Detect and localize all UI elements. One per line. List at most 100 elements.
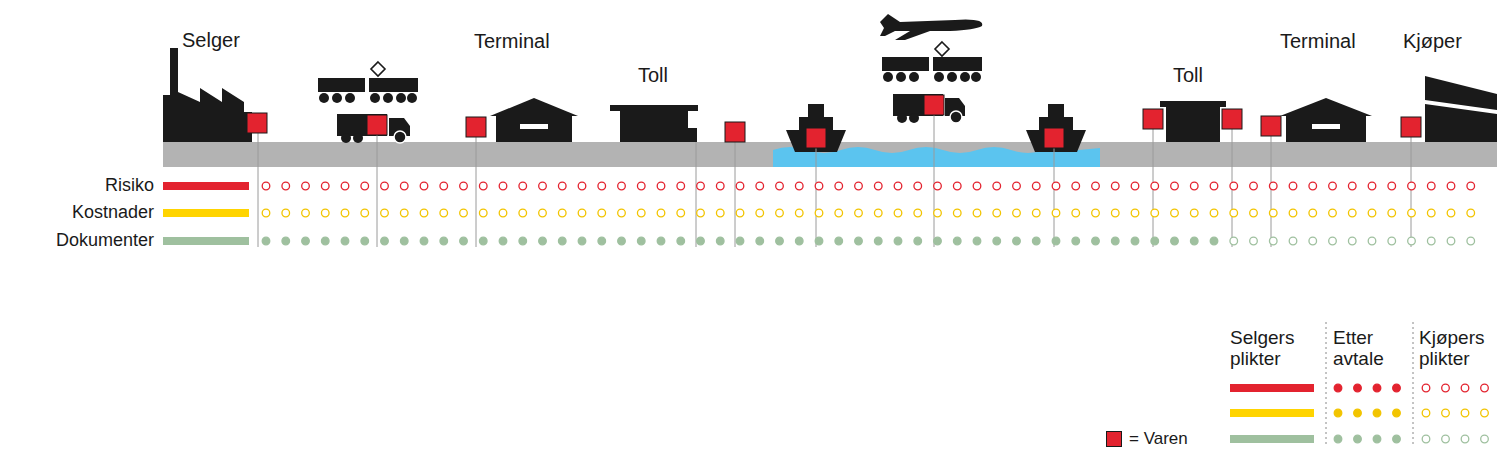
legend-label: = Varen <box>1129 429 1188 449</box>
obligation-dot <box>460 237 468 245</box>
obligation-dot <box>499 209 507 217</box>
obligation-dot <box>1171 237 1179 245</box>
obligation-dot <box>637 237 645 245</box>
obligation-dot <box>1309 209 1317 217</box>
obligation-dot <box>1052 237 1060 245</box>
obligation-dot <box>756 237 764 245</box>
obligation-dot <box>381 237 389 245</box>
obligation-dot <box>776 237 784 245</box>
obligation-dot <box>361 182 369 190</box>
obligation-dot <box>1388 209 1396 217</box>
obligation-dot <box>874 182 882 190</box>
obligation-dot <box>460 209 468 217</box>
obligation-dot <box>835 209 843 217</box>
obligation-dot <box>677 237 685 245</box>
obligation-dot <box>697 182 705 190</box>
obligation-dot <box>1442 384 1450 392</box>
obligation-dot <box>1072 182 1080 190</box>
obligation-dot <box>1269 209 1277 217</box>
ship-icon <box>786 104 846 152</box>
obligation-dot <box>973 237 981 245</box>
obligation-dot <box>1447 237 1455 245</box>
ship-icon <box>1026 104 1086 152</box>
obligation-dot <box>1171 182 1179 190</box>
row-label: Dokumenter <box>56 230 154 251</box>
obligation-dot <box>1368 237 1376 245</box>
goods-marker <box>247 95 1421 148</box>
station-label: Toll <box>1173 64 1203 87</box>
obligation-dot <box>934 182 942 190</box>
obligation-dot <box>1210 182 1218 190</box>
obligation-dot <box>1442 435 1450 443</box>
obligation-dot <box>1393 384 1401 392</box>
obligation-dot <box>795 237 803 245</box>
obligation-dot <box>1408 237 1416 245</box>
obligation-dot <box>1354 384 1362 392</box>
obligation-dot <box>1427 237 1435 245</box>
obligation-dot <box>341 237 349 245</box>
obligation-dot <box>1289 182 1297 190</box>
obligation-dot <box>282 182 290 190</box>
obligation-dot <box>381 209 389 217</box>
obligation-dot <box>1250 237 1258 245</box>
obligation-dot <box>440 209 448 217</box>
obligation-dot <box>795 209 803 217</box>
obligation-dot <box>697 237 705 245</box>
obligation-dot <box>1447 209 1455 217</box>
obligation-dot <box>776 209 784 217</box>
train-icon <box>318 62 418 103</box>
obligation-dot <box>519 237 527 245</box>
obligation-dot <box>440 182 448 190</box>
obligation-dot <box>815 237 823 245</box>
obligation-dot <box>400 237 408 245</box>
obligation-dot <box>479 237 487 245</box>
obligation-dot <box>1013 182 1021 190</box>
obligation-dot <box>993 237 1001 245</box>
obligation-dot <box>302 182 310 190</box>
obligation-dot <box>558 237 566 245</box>
obligation-dot <box>914 209 922 217</box>
obligation-dot <box>341 182 349 190</box>
obligation-dot <box>1348 209 1356 217</box>
warehouse-icon <box>1425 76 1497 142</box>
obligation-dot <box>1250 209 1258 217</box>
obligation-dot <box>855 209 863 217</box>
obligation-dot <box>1032 209 1040 217</box>
train-icon <box>882 42 982 82</box>
obligation-dot <box>381 182 389 190</box>
truck-icon <box>337 114 410 143</box>
obligation-dot <box>1190 237 1198 245</box>
obligation-dot <box>519 209 527 217</box>
terminal-icon <box>490 98 578 142</box>
obligation-dot <box>539 237 547 245</box>
obligation-dot <box>519 182 527 190</box>
obligation-dot <box>1388 237 1396 245</box>
obligation-dot <box>1354 409 1362 417</box>
obligation-dot <box>756 182 764 190</box>
obligation-dot <box>894 182 902 190</box>
obligation-dot <box>1461 435 1469 443</box>
legend-label: Kjøpers plikter <box>1419 328 1495 370</box>
obligation-dot <box>1334 435 1342 443</box>
obligation-dot <box>1354 435 1362 443</box>
obligation-dot <box>1269 237 1277 245</box>
obligation-dot <box>953 209 961 217</box>
obligation-dot <box>618 237 626 245</box>
obligation-dot <box>756 209 764 217</box>
obligation-dot <box>321 237 329 245</box>
station-label: Terminal <box>1280 30 1356 53</box>
obligation-dot <box>973 209 981 217</box>
obligation-dot <box>973 182 981 190</box>
obligation-dot <box>1131 209 1139 217</box>
obligation-dot <box>1461 409 1469 417</box>
obligation-dot <box>1348 182 1356 190</box>
obligation-dot <box>1422 409 1430 417</box>
obligation-dot <box>1269 182 1277 190</box>
obligation-dot <box>499 237 507 245</box>
obligation-dot <box>1309 237 1317 245</box>
obligation-dot <box>736 237 744 245</box>
obligation-dot <box>637 209 645 217</box>
obligation-dot <box>1393 435 1401 443</box>
seller-bar <box>163 182 249 190</box>
obligation-dot <box>262 209 270 217</box>
